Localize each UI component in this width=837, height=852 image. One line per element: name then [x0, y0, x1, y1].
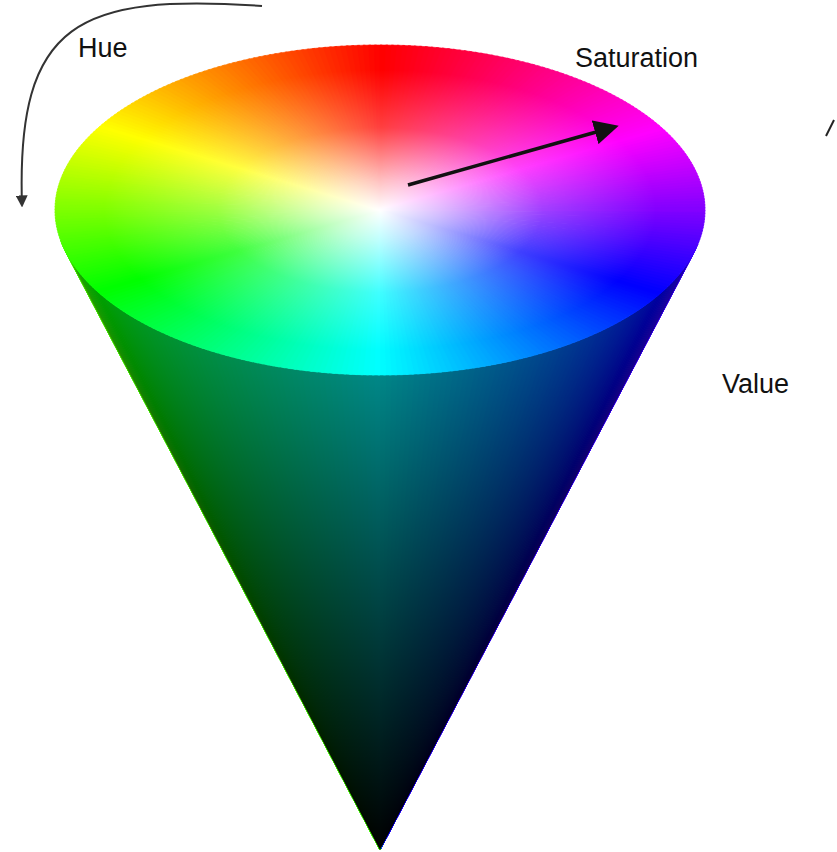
axis-label: Saturation — [575, 44, 698, 74]
axis-label: Hue — [78, 34, 128, 64]
cone-top — [55, 45, 705, 375]
saturation-arrow — [408, 127, 614, 185]
hue-arrow — [22, 4, 262, 205]
value-arrow-stub — [826, 120, 834, 136]
axis-label: Value — [722, 370, 789, 400]
saturation-glow — [55, 45, 705, 375]
